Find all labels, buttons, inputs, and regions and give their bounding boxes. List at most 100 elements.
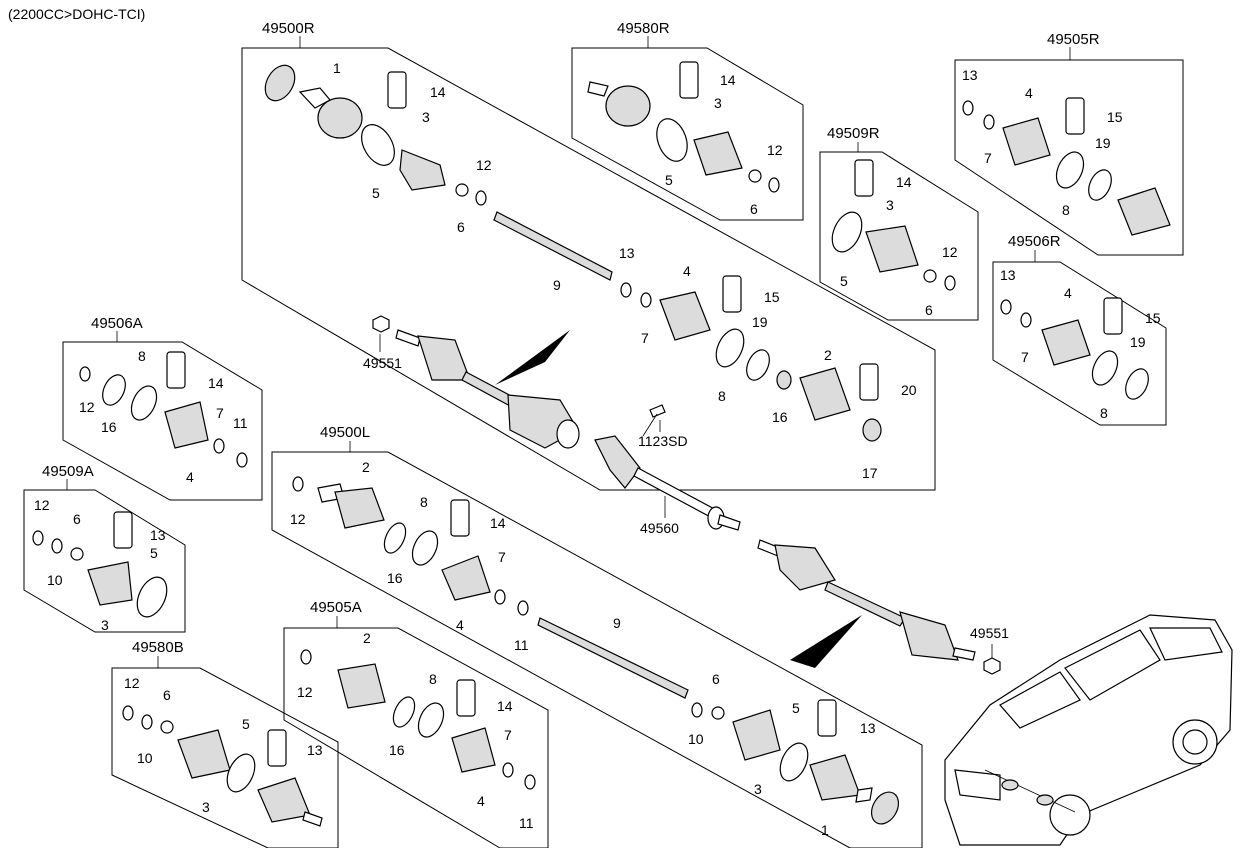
callout-9: 9	[613, 615, 621, 631]
callout-12: 12	[124, 675, 140, 691]
group-label-49506R: 49506R	[1008, 233, 1061, 250]
callout-4: 4	[456, 617, 464, 633]
callout-3: 3	[202, 799, 210, 815]
callout-19: 19	[1130, 334, 1146, 350]
callout-7: 7	[498, 549, 506, 565]
callout-8: 8	[429, 671, 437, 687]
group-49506A: 49506A 12 8 14 16 7 11 4	[62, 315, 263, 501]
callout-12: 12	[290, 511, 306, 527]
group-label-49509A: 49509A	[42, 463, 94, 480]
callout-16: 16	[389, 742, 405, 758]
callout-13: 13	[962, 67, 978, 83]
callout-4: 4	[1064, 285, 1072, 301]
group-label-49505A: 49505A	[310, 599, 362, 616]
callout-1: 1	[821, 822, 829, 838]
group-49506R: 49506R 13 4 15 7 19 8	[992, 233, 1167, 426]
callout-7: 7	[641, 330, 649, 346]
callout-8: 8	[1100, 405, 1108, 421]
callout-6: 6	[750, 201, 758, 217]
group-label-49580B: 49580B	[132, 639, 184, 656]
callout-6: 6	[73, 511, 81, 527]
callout-6: 6	[925, 302, 933, 318]
callout-7: 7	[984, 150, 992, 166]
callout-6: 6	[712, 671, 720, 687]
callout-12: 12	[34, 497, 50, 513]
callout-19: 19	[752, 314, 768, 330]
callout-20: 20	[901, 382, 917, 398]
engine-spec-header: (2200CC>DOHC-TCI)	[8, 6, 146, 22]
callout-4: 4	[1025, 85, 1033, 101]
callout-3: 3	[101, 617, 109, 633]
callout-15: 15	[1107, 109, 1123, 125]
callout-8: 8	[420, 494, 428, 510]
callout-1: 1	[333, 60, 341, 76]
callout-2: 2	[362, 459, 370, 475]
center-assemblies: 49551 1123SD 49560 49551	[363, 315, 1009, 675]
callout-13: 13	[1000, 267, 1016, 283]
group-label-49505R: 49505R	[1047, 31, 1100, 48]
callout-17: 17	[862, 465, 878, 481]
callout-8: 8	[138, 348, 146, 364]
callout-6: 6	[163, 687, 171, 703]
callout-8: 8	[718, 388, 726, 404]
callout-3: 3	[886, 197, 894, 213]
callout-11: 11	[514, 637, 529, 653]
callout-19: 19	[1095, 135, 1111, 151]
group-label-49500R: 49500R	[262, 20, 315, 37]
callout-15: 15	[1145, 310, 1161, 326]
part-label-49551-lower: 49551	[970, 625, 1009, 641]
group-label-49509R: 49509R	[827, 125, 880, 142]
callout-4: 4	[477, 793, 485, 809]
callout-12: 12	[476, 157, 492, 173]
callout-12: 12	[767, 142, 783, 158]
callout-10: 10	[47, 572, 63, 588]
callout-3: 3	[422, 109, 430, 125]
callout-8: 8	[1062, 202, 1070, 218]
group-49509R: 49509R 14 3 5 6 12	[819, 125, 979, 321]
callout-14: 14	[497, 698, 513, 714]
callout-13: 13	[860, 720, 876, 736]
callout-12: 12	[79, 399, 95, 415]
group-label-49500L: 49500L	[320, 424, 370, 441]
callout-6: 6	[457, 219, 465, 235]
callout-16: 16	[387, 570, 403, 586]
callout-5: 5	[242, 716, 250, 732]
group-49580R: 49580R 14 3 5 6 12	[571, 20, 804, 221]
callout-13: 13	[150, 527, 166, 543]
vehicle-illustration	[944, 614, 1233, 846]
group-label-49506A: 49506A	[91, 315, 143, 332]
callout-4: 4	[186, 469, 194, 485]
part-label-49551-upper: 49551	[363, 355, 402, 371]
callout-5: 5	[150, 545, 158, 561]
group-49500R: 49500R 1 14 3 5 6 12 9 13 4 15 7 19	[241, 20, 936, 491]
group-49509A: 49509A 12 6 13 5 10 3	[23, 463, 186, 633]
group-49505R: 49505R 13 4 15 7 19 8	[954, 31, 1184, 256]
callout-14: 14	[430, 84, 446, 100]
callout-11: 11	[519, 815, 534, 831]
callout-13: 13	[619, 245, 635, 261]
callout-10: 10	[137, 750, 153, 766]
callout-7: 7	[504, 727, 512, 743]
callout-12: 12	[297, 684, 313, 700]
group-label-49580R: 49580R	[617, 20, 670, 37]
callout-5: 5	[792, 700, 800, 716]
callout-12: 12	[942, 244, 958, 260]
callout-11: 11	[233, 415, 248, 431]
callout-2: 2	[363, 630, 371, 646]
callout-5: 5	[840, 273, 848, 289]
callout-3: 3	[714, 95, 722, 111]
callout-5: 5	[372, 185, 380, 201]
part-label-49560: 49560	[640, 520, 679, 536]
callout-13: 13	[307, 742, 323, 758]
callout-10: 10	[688, 731, 704, 747]
callout-15: 15	[764, 289, 780, 305]
callout-14: 14	[490, 515, 506, 531]
callout-7: 7	[1021, 349, 1029, 365]
group-49500L: 49500L 2 12 8 14 16 7 4 11 9 6 10 5 13 3…	[271, 424, 923, 848]
callout-4: 4	[683, 263, 691, 279]
group-49580B: 49580B 12 6 5 13 10 3	[111, 639, 339, 848]
part-label-1123SD: 1123SD	[638, 433, 688, 449]
callout-7: 7	[216, 405, 224, 421]
group-49505A: 49505A 2 12 8 14 16 7 4 11	[283, 599, 549, 848]
